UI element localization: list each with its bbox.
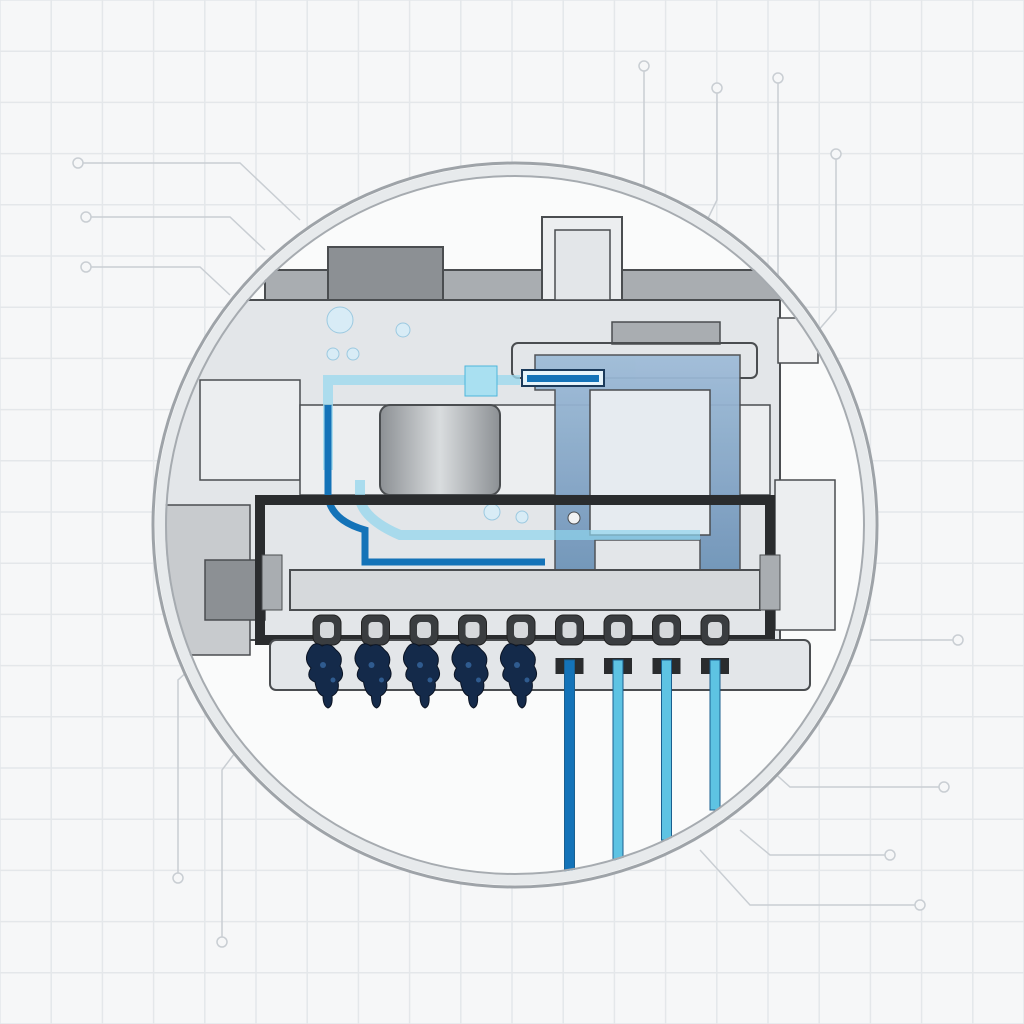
- nozzle-clogged: [402, 614, 441, 709]
- left-spring: [261, 554, 283, 611]
- trace-node: [72, 157, 84, 169]
- air-bubble: [395, 322, 411, 338]
- chamber-window: [589, 389, 711, 536]
- trace-node: [914, 899, 926, 911]
- air-bubble: [346, 347, 360, 361]
- lens-ring-outer: [151, 161, 879, 889]
- circuit-traces: [72, 60, 964, 948]
- trace-node: [952, 634, 964, 646]
- circuit-trace: [739, 829, 890, 856]
- nozzle-bar: [289, 569, 761, 611]
- right-spring: [759, 554, 781, 611]
- channel-inlet-fill: [527, 375, 599, 382]
- top-block: [327, 246, 444, 301]
- circuit-trace: [86, 266, 231, 296]
- ink-clog: [451, 643, 489, 709]
- air-bubble: [326, 347, 340, 361]
- ink-stream: [709, 659, 721, 811]
- circuit-trace: [78, 162, 301, 221]
- pivot-pin: [567, 511, 581, 525]
- air-bubble: [483, 503, 501, 521]
- nozzle-flowing-light: [700, 614, 730, 811]
- air-bubble: [326, 306, 354, 334]
- channel-valve: [464, 365, 498, 397]
- top-connector-inner: [554, 229, 611, 301]
- circuit-trace: [86, 216, 266, 251]
- trace-node: [884, 849, 896, 861]
- trace-node: [638, 60, 650, 72]
- trace-node: [216, 936, 228, 948]
- left-panel: [199, 379, 301, 481]
- trace-node: [172, 872, 184, 884]
- right-mount: [774, 479, 836, 631]
- trace-node: [80, 261, 92, 273]
- roller: [379, 404, 501, 496]
- nozzle-clogged: [305, 614, 344, 709]
- trace-node: [711, 82, 723, 94]
- nozzle-flowing-light: [652, 614, 681, 841]
- trace-node: [938, 781, 950, 793]
- nozzle-flowing-dark: [555, 614, 584, 873]
- nozzle-row: [305, 614, 730, 873]
- trace-node: [80, 211, 92, 223]
- trace-node: [830, 148, 842, 160]
- ink-stream: [612, 659, 624, 861]
- lens-ring-inner: [165, 175, 865, 875]
- trace-node: [772, 72, 784, 84]
- ink-stream: [564, 659, 575, 873]
- circuit-trace: [699, 849, 920, 906]
- ink-clog: [499, 643, 538, 709]
- nozzle-clogged: [354, 614, 392, 709]
- ink-stream: [661, 659, 672, 841]
- nozzle-clogged: [451, 614, 489, 709]
- nozzle-clogged: [499, 614, 538, 709]
- ink-clog: [402, 643, 441, 709]
- side-block: [611, 321, 721, 345]
- ink-clog: [354, 643, 392, 709]
- ink-clog: [305, 643, 344, 709]
- lens-ring-band: [155, 165, 875, 885]
- printhead-cross-section: [160, 216, 836, 873]
- air-bubble: [515, 510, 529, 524]
